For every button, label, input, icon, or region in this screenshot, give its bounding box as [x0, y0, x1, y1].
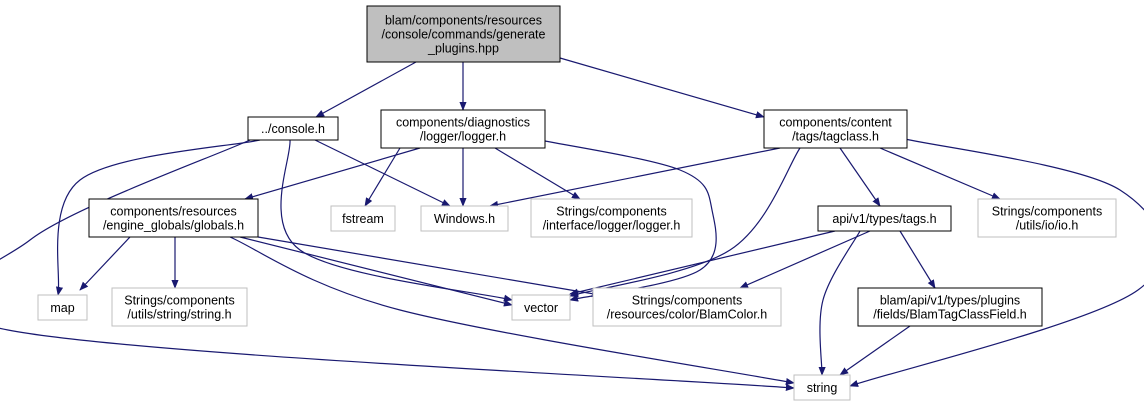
node-label-line: Strings/components: [124, 294, 234, 308]
node-strings-io-h: Strings/components/utils/io/io.h: [977, 198, 1117, 238]
node-box: [511, 294, 571, 321]
node-box: [977, 198, 1117, 238]
edge-blamtagclassfield-h-to-string: [839, 325, 911, 376]
edge-logger-h-to-strings-logger-h: [494, 147, 581, 200]
node-label-line: vector: [524, 301, 558, 315]
node-strings-string-h: Strings/components/utils/string/string.h: [111, 287, 248, 327]
edge-globals-h-to-strings-blamcolor-h: [257, 236, 601, 298]
node-label-line: /utils/string/string.h: [127, 308, 231, 322]
node-box: [37, 294, 88, 321]
edge-tagclass-h-to-strings-io-h: [879, 147, 1001, 200]
node-label-line: Windows.h: [434, 212, 495, 226]
node-blamtagclassfield-h[interactable]: blam/api/v1/types/plugins/fields/BlamTag…: [857, 287, 1043, 327]
edge-tags-h-to-blamtagclassfield-h: [899, 230, 936, 289]
node-box: [530, 198, 693, 238]
edge-generate-plugins-to-tagclass-h: [559, 57, 765, 119]
edge-tags-h-to-vector: [569, 230, 836, 296]
node-windows-h: Windows.h: [420, 205, 509, 232]
edges-layer: [0, 57, 1144, 391]
node-box: [111, 287, 248, 327]
node-label-line: api/v1/types/tags.h: [832, 212, 936, 226]
edge-globals-h-to-map: [79, 236, 131, 291]
node-globals-h[interactable]: components/resources/engine_globals/glob…: [88, 198, 259, 238]
node-label-line: _plugins.hpp: [427, 42, 499, 56]
node-box: [330, 205, 396, 232]
edge-tagclass-h-to-tags-h: [839, 147, 881, 207]
node-label-line: blam/components/resources: [385, 14, 542, 28]
edge-globals-h-to-string: [229, 236, 795, 386]
node-logger-h[interactable]: components/diagnostics/logger/logger.h: [380, 109, 546, 149]
node-tagclass-h[interactable]: components/content/tags/tagclass.h: [763, 109, 908, 149]
node-string: string: [793, 374, 851, 401]
node-strings-blamcolor-h: Strings/components/resources/color/BlamC…: [592, 287, 782, 327]
node-box: [592, 287, 782, 327]
node-label-line: Strings/components: [632, 294, 742, 308]
edge-logger-h-to-globals-h: [244, 147, 421, 201]
node-strings-logger-h: Strings/components/interface/logger/logg…: [530, 198, 693, 238]
node-box: [793, 374, 851, 401]
node-generate-plugins[interactable]: blam/components/resources/console/comman…: [366, 5, 561, 63]
node-box: [763, 109, 908, 149]
node-tags-h[interactable]: api/v1/types/tags.h: [817, 205, 952, 232]
node-box: [817, 205, 952, 232]
node-box: [366, 5, 561, 63]
edge-tagclass-h-to-string: [849, 137, 1144, 387]
node-label-line: string: [807, 381, 838, 395]
node-label-line: /utils/io/io.h: [1016, 219, 1079, 233]
node-label-line: Strings/components: [992, 205, 1102, 219]
node-label-line: /resources/color/BlamColor.h: [607, 308, 768, 322]
node-box: [420, 205, 509, 232]
node-box: [247, 116, 339, 141]
edge-console-h-to-string: [0, 139, 795, 391]
edge-console-h-to-windows-h: [314, 139, 451, 207]
node-label-line: ../console.h: [261, 122, 325, 136]
node-label-line: /engine_globals/globals.h: [103, 219, 244, 233]
edge-tagclass-h-to-windows-h: [489, 147, 781, 208]
node-label-line: components/resources: [110, 205, 236, 219]
node-label-line: components/diagnostics: [396, 116, 530, 130]
node-box: [857, 287, 1043, 327]
edge-generate-plugins-to-console-h: [315, 61, 417, 118]
edge-logger-h-to-vector: [539, 139, 717, 302]
node-vector: vector: [511, 294, 571, 321]
edge-globals-h-to-vector: [239, 236, 513, 307]
node-label-line: fstream: [342, 212, 384, 226]
edge-tags-h-to-string: [818, 230, 861, 376]
edge-tags-h-to-strings-blamcolor-h: [739, 230, 871, 289]
node-box: [380, 109, 546, 149]
node-console-h[interactable]: ../console.h: [247, 116, 339, 141]
node-label-line: /fields/BlamTagClassField.h: [873, 308, 1027, 322]
node-fstream: fstream: [330, 205, 396, 232]
edge-console-h-to-map: [55, 139, 261, 296]
node-label-line: /logger/logger.h: [420, 130, 506, 144]
node-label-line: Strings/components: [556, 205, 666, 219]
node-label-line: /interface/logger/logger.h: [543, 219, 681, 233]
node-label-line: map: [50, 301, 74, 315]
node-label-line: components/content: [779, 116, 892, 130]
node-map: map: [37, 294, 88, 321]
node-label-line: blam/api/v1/types/plugins: [880, 294, 1020, 308]
node-label-line: /console/commands/generate: [382, 28, 546, 42]
node-label-line: /tags/tagclass.h: [792, 130, 879, 144]
node-box: [88, 198, 259, 238]
nodes-layer: blam/components/resources/console/comman…: [37, 5, 1117, 401]
edge-logger-h-to-fstream: [364, 147, 401, 207]
